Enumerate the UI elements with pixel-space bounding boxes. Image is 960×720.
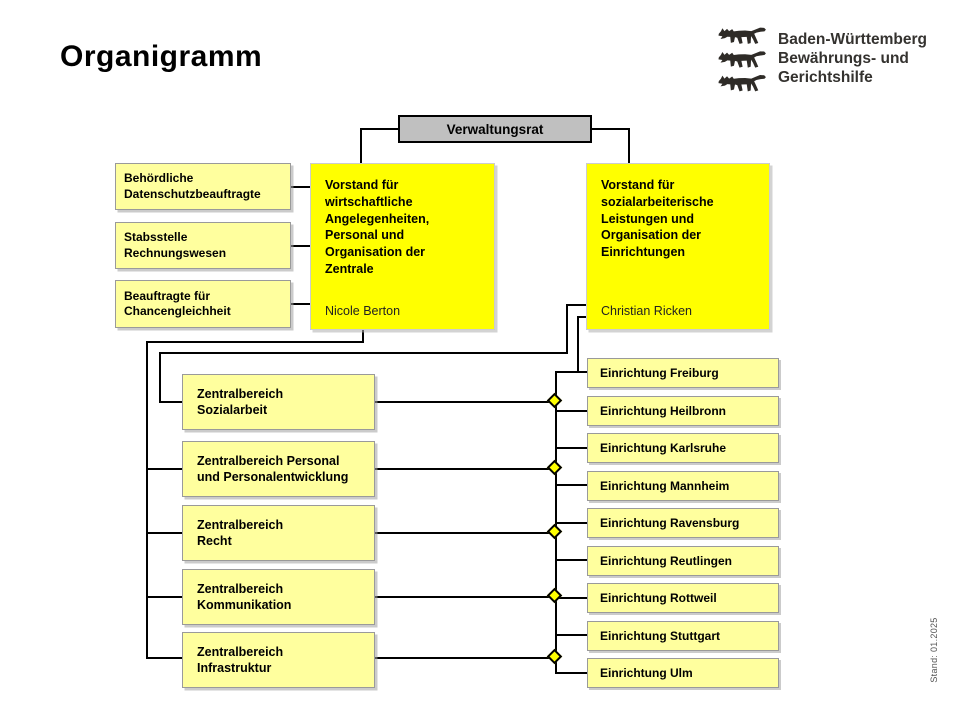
connector-line xyxy=(555,522,587,524)
connector-line xyxy=(555,447,587,449)
box-beauftragte-chancengleichheit: Beauftragte für Chancengleichheit xyxy=(115,280,291,328)
connector-line xyxy=(592,128,630,130)
box-einrichtung-freiburg: Einrichtung Freiburg xyxy=(587,358,779,388)
junction-diamond-icon xyxy=(546,587,563,604)
box-label: Zentralbereich Recht xyxy=(197,517,284,548)
connector-line xyxy=(291,303,310,305)
box-zentralbereich-infrastruktur: Zentralbereich Infrastruktur xyxy=(182,632,375,688)
connector-line xyxy=(146,657,182,659)
box-label: Behördliche Datenschutzbeauftragte xyxy=(124,171,261,201)
box-einrichtung-heilbronn: Einrichtung Heilbronn xyxy=(587,396,779,426)
box-label: Einrichtung Freiburg xyxy=(600,366,719,380)
page-title: Organigramm xyxy=(60,40,263,73)
box-label: Einrichtung Karlsruhe xyxy=(600,441,727,455)
connector-line xyxy=(291,245,310,247)
connector-line xyxy=(577,316,579,373)
connector-line xyxy=(291,186,310,188)
connector-line xyxy=(360,128,398,130)
person-name: Nicole Berton xyxy=(325,304,401,318)
bw-logo: Baden-Württemberg Bewährungs- und Gerich… xyxy=(716,27,927,93)
connector-line xyxy=(555,672,587,674)
connector-line xyxy=(146,532,182,534)
connector-line xyxy=(578,316,586,318)
connector-line xyxy=(375,596,556,598)
connector-line xyxy=(628,128,630,164)
connector-line xyxy=(146,468,182,470)
connector-line xyxy=(146,341,364,343)
box-einrichtung-ravensburg: Einrichtung Ravensburg xyxy=(587,508,779,538)
box-zentralbereich-personal: Zentralbereich Personal und Personalentw… xyxy=(182,441,375,497)
connector-line xyxy=(146,596,182,598)
box-einrichtung-stuttgart: Einrichtung Stuttgart xyxy=(587,621,779,651)
connector-line xyxy=(362,330,364,343)
box-label: Zentralbereich Infrastruktur xyxy=(197,644,284,675)
logo-org-name: Baden-Württemberg Bewährungs- und Gerich… xyxy=(778,31,927,86)
box-label: Einrichtung Heilbronn xyxy=(600,404,726,418)
box-label: Einrichtung Ulm xyxy=(600,666,693,680)
box-verwaltungsrat: Verwaltungsrat xyxy=(398,115,592,143)
box-label: Verwaltungsrat xyxy=(446,121,544,137)
connector-line xyxy=(555,484,587,486)
connector-line xyxy=(566,304,586,306)
box-vorstand-sozialarbeit: Vorstand für sozialarbeiterische Leistun… xyxy=(586,163,770,330)
box-einrichtung-reutlingen: Einrichtung Reutlingen xyxy=(587,546,779,576)
connector-line xyxy=(555,597,587,599)
box-zentralbereich-sozialarbeit: Zentralbereich Sozialarbeit xyxy=(182,374,375,430)
box-label: Einrichtung Stuttgart xyxy=(600,629,720,643)
junction-diamond-icon xyxy=(546,459,563,476)
bw-lions-logo-icon xyxy=(718,27,766,92)
box-stabsstelle-rechnungswesen: Stabsstelle Rechnungswesen xyxy=(115,222,291,269)
junction-diamond-icon xyxy=(546,392,563,409)
connector-line xyxy=(159,352,566,354)
box-label: Zentralbereich Kommunikation xyxy=(197,581,292,612)
box-label: Einrichtung Mannheim xyxy=(600,479,730,493)
connector-line xyxy=(375,657,556,659)
box-label: Einrichtung Rottweil xyxy=(600,591,717,605)
connector-line xyxy=(375,468,556,470)
person-name: Christian Ricken xyxy=(601,304,693,318)
connector-line xyxy=(555,371,579,373)
connector-line xyxy=(555,559,587,561)
box-einrichtung-karlsruhe: Einrichtung Karlsruhe xyxy=(587,433,779,463)
box-label: Stabsstelle Rechnungswesen xyxy=(124,230,227,260)
box-einrichtung-ulm: Einrichtung Ulm xyxy=(587,658,779,688)
box-label: Einrichtung Ravensburg xyxy=(600,516,740,530)
connector-line xyxy=(375,532,556,534)
connector-line xyxy=(566,304,568,354)
box-label: Vorstand für wirtschaftliche Angelegenhe… xyxy=(325,178,430,276)
box-zentralbereich-kommunikation: Zentralbereich Kommunikation xyxy=(182,569,375,625)
connector-line xyxy=(577,371,587,373)
connector-line xyxy=(360,128,362,164)
junction-diamond-icon xyxy=(546,523,563,540)
stand-date-note: Stand: 01.2025 xyxy=(929,617,939,683)
box-label: Beauftragte für Chancengleichheit xyxy=(124,288,231,318)
connector-line xyxy=(159,352,161,403)
box-vorstand-wirtschaft: Vorstand für wirtschaftliche Angelegenhe… xyxy=(310,163,495,330)
box-label: Zentralbereich Personal und Personalentw… xyxy=(197,453,349,484)
box-label: Zentralbereich Sozialarbeit xyxy=(197,386,284,417)
connector-line xyxy=(159,401,182,403)
connector-line xyxy=(146,341,148,659)
junction-diamond-icon xyxy=(546,648,563,665)
box-label: Vorstand für sozialarbeiterische Leistun… xyxy=(601,178,714,259)
connector-line xyxy=(555,634,587,636)
box-einrichtung-mannheim: Einrichtung Mannheim xyxy=(587,471,779,501)
connector-line xyxy=(555,410,587,412)
box-datenschutzbeauftragte: Behördliche Datenschutzbeauftragte xyxy=(115,163,291,210)
box-zentralbereich-recht: Zentralbereich Recht xyxy=(182,505,375,561)
box-einrichtung-rottweil: Einrichtung Rottweil xyxy=(587,583,779,613)
connector-line xyxy=(375,401,556,403)
box-label: Einrichtung Reutlingen xyxy=(600,554,732,568)
